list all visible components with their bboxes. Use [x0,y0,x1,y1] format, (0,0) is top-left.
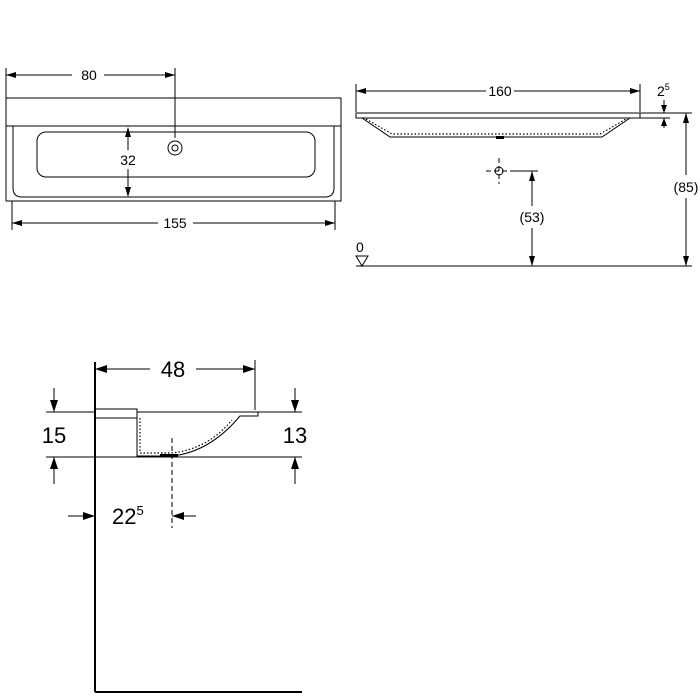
svg-text:25: 25 [657,82,670,99]
bowl-outline-top [12,126,335,198]
bowl-inner-top [36,131,316,178]
dimension-48: 48 [95,357,255,382]
dimension-80: 80 [6,67,175,83]
floor-level-icon [355,255,369,267]
basin-profile-side [94,408,259,457]
dimension-85: (85) [674,113,699,266]
thickness-label-sup: 5 [665,82,670,92]
dimension-155: 155 [12,215,335,231]
top-view: 80 32 155 [5,67,342,231]
total-height-label: 15 [42,423,66,448]
half-width-label: 80 [81,67,97,83]
drain-centre-icon [486,158,512,184]
svg-text:225: 225 [112,503,144,529]
drain-offset-label: 22 [112,504,136,529]
front-view: 160 25 (85) [355,82,699,267]
floor-label: 0 [356,239,364,255]
height-label-front: (85) [674,179,699,195]
dimension-160: 160 [356,83,640,99]
depth-label-top: 32 [120,152,136,168]
depth-label-side: 48 [161,357,185,382]
tap-hole-icon [167,140,183,156]
dimension-53: (53) [520,171,545,266]
dimension-13: 13 [283,388,307,484]
basin-outline-top [5,97,342,202]
dimension-15: 15 [42,388,66,484]
width-label-top: 155 [163,215,187,231]
dimension-thickness: 25 [640,82,670,128]
side-view: 48 15 13 [42,357,307,693]
dimension-22-5: 225 [68,503,196,529]
thickness-label: 2 [657,83,665,99]
dimension-32: 32 [120,127,136,197]
basin-slab-front [355,112,641,119]
bowl-height-label: 13 [283,423,307,448]
width-label-front: 160 [488,83,512,99]
drain-height-label: (53) [520,209,545,225]
drain-offset-sup: 5 [136,503,143,518]
